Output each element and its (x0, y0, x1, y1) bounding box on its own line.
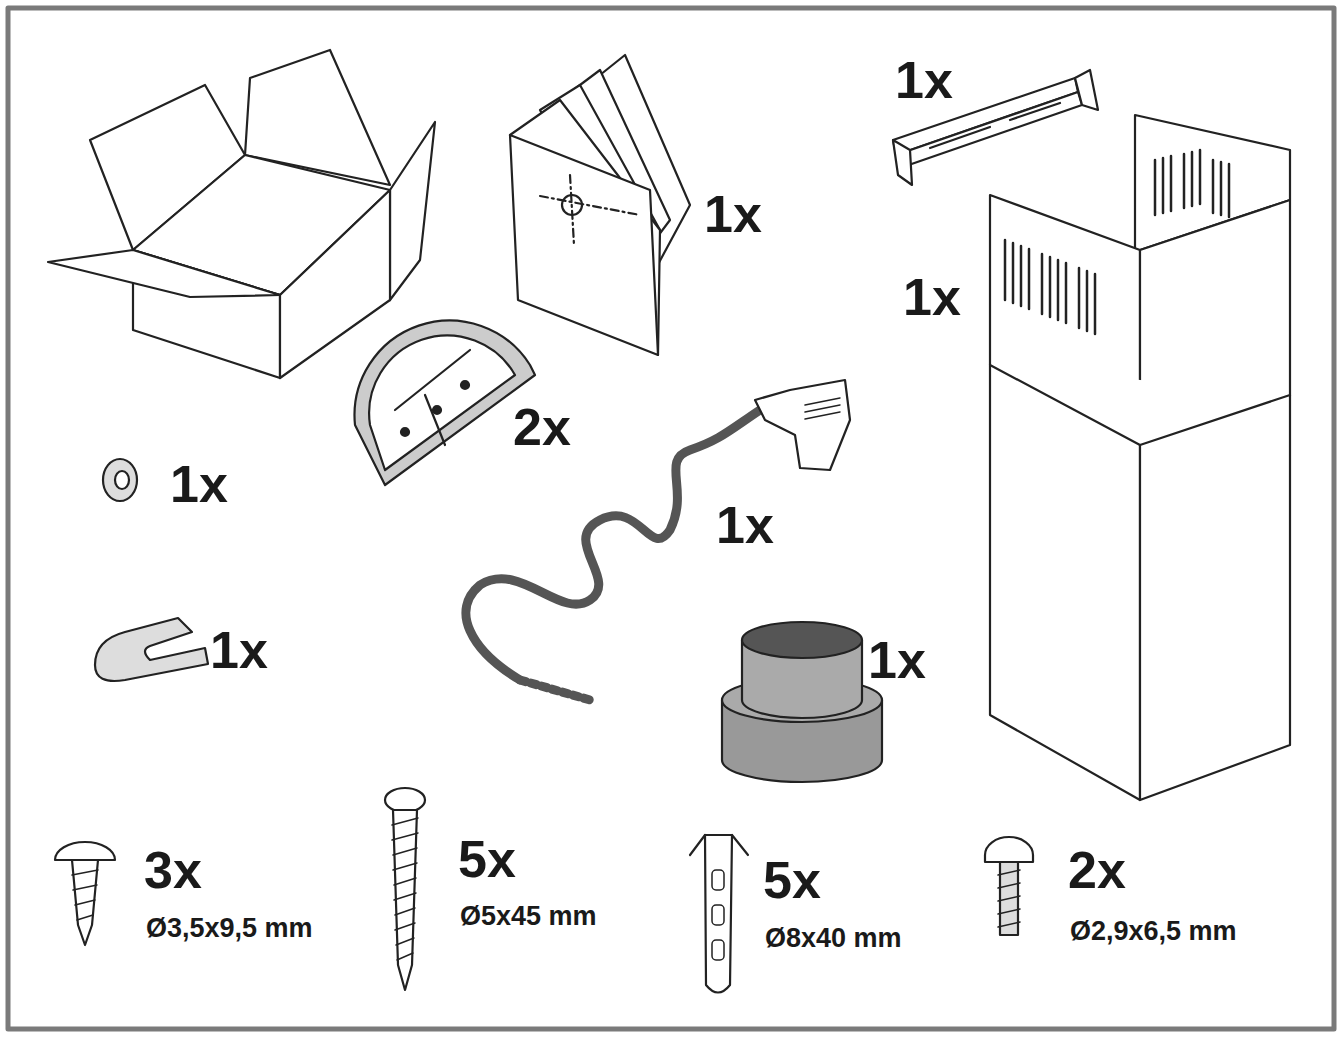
count-label: 5x (458, 833, 516, 885)
dimension-label: Ø3,5x9,5 mm (146, 915, 313, 942)
manual (510, 55, 690, 355)
dimension-label: Ø8x40 mm (765, 925, 902, 952)
count-label: 1x (716, 499, 774, 551)
half-disc-cover (355, 320, 535, 485)
cable-clip (95, 618, 208, 681)
count-label: 3x (144, 844, 202, 896)
count-label: 1x (210, 624, 268, 676)
chimney (990, 115, 1290, 800)
count-label: 1x (903, 271, 961, 323)
dimension-label: Ø2,9x6,5 mm (1070, 918, 1237, 945)
count-label: 1x (895, 54, 953, 106)
screw-2-9 (985, 837, 1033, 935)
count-label: 2x (513, 401, 571, 453)
wall-plug (690, 835, 748, 993)
washer (103, 459, 137, 501)
count-label: 1x (704, 188, 762, 240)
count-label: 1x (170, 458, 228, 510)
duct-adapter (722, 622, 882, 782)
count-label: 2x (1068, 844, 1126, 896)
count-label: 1x (868, 634, 926, 686)
screw-5x45 (385, 788, 425, 990)
screw-3-5 (55, 842, 115, 945)
count-label: 5x (763, 854, 821, 906)
dimension-label: Ø5x45 mm (460, 903, 597, 930)
carton (48, 50, 435, 378)
